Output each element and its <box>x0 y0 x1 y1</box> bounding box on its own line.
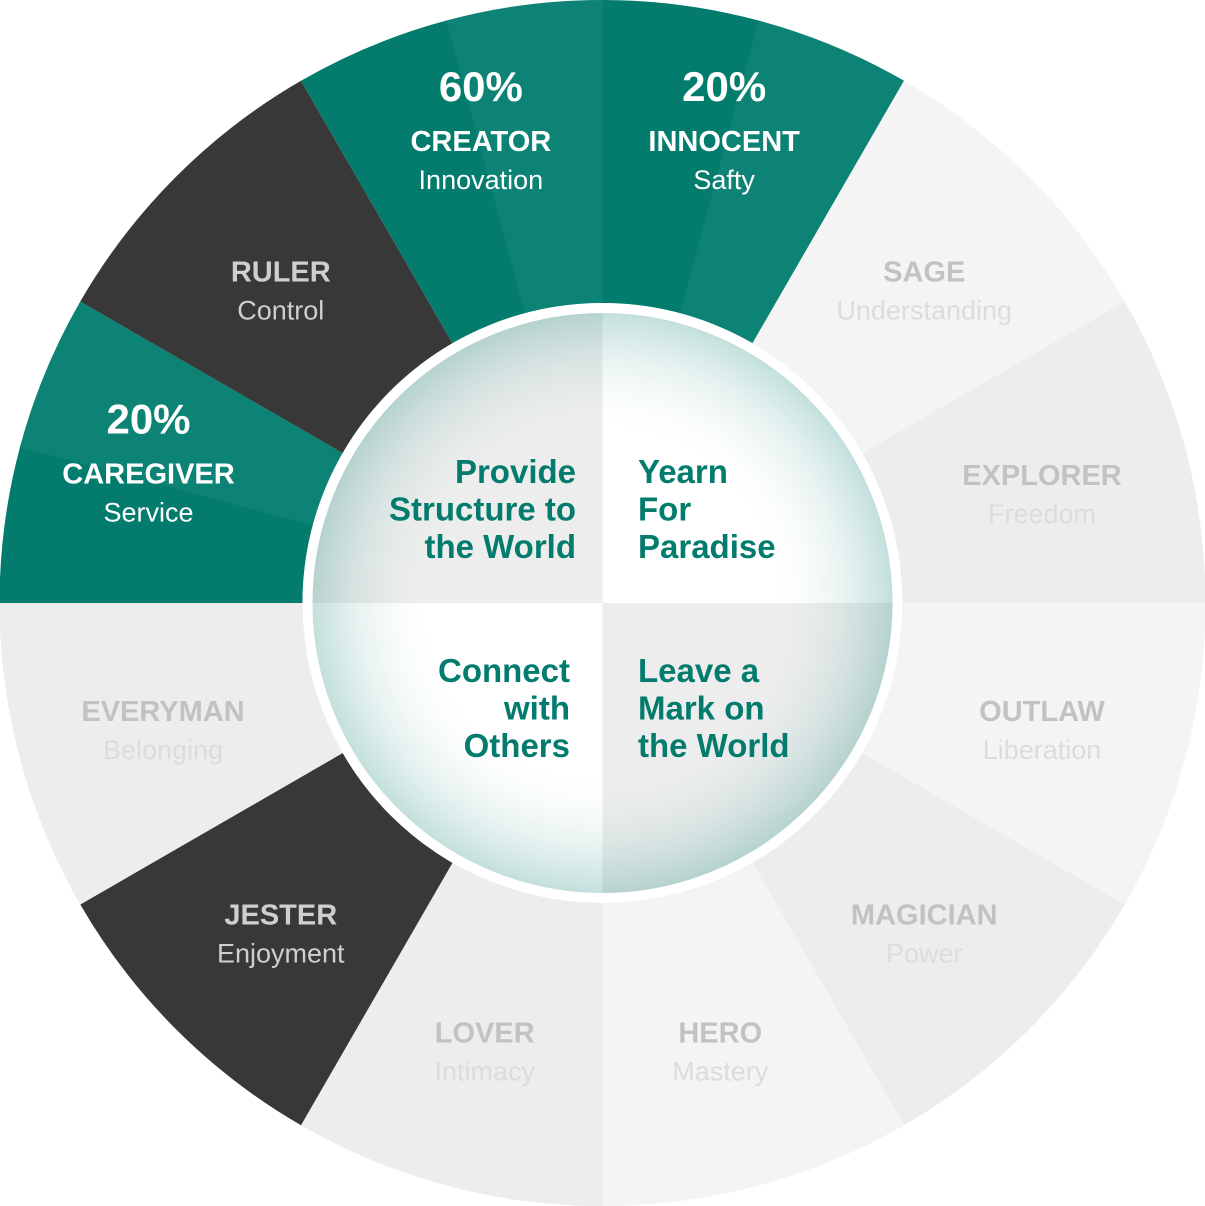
trait-ruler: Control <box>237 295 324 325</box>
label-lover: LOVER Intimacy <box>434 1017 535 1086</box>
goal-line: Structure to <box>389 491 576 528</box>
name-sage: SAGE <box>883 256 965 288</box>
percent-creator: 60% <box>439 63 523 110</box>
center-ring <box>302 303 903 903</box>
label-explorer: EXPLORER Freedom <box>962 460 1122 529</box>
trait-jester: Enjoyment <box>217 939 345 969</box>
goal-line: Leave a <box>638 652 760 689</box>
label-everyman: EVERYMAN Belonging <box>81 696 244 765</box>
label-innocent: 20% INNOCENT Safty <box>648 63 800 195</box>
trait-creator: Innovation <box>419 165 544 195</box>
percent-caregiver: 20% <box>106 395 190 442</box>
name-lover: LOVER <box>435 1017 535 1049</box>
name-caregiver: CAREGIVER <box>62 458 234 490</box>
trait-hero: Mastery <box>672 1056 769 1086</box>
label-jester: JESTER Enjoyment <box>217 900 345 969</box>
percent-innocent: 20% <box>682 63 766 110</box>
label-hero: HERO Mastery <box>672 1017 769 1086</box>
goal-line: For <box>638 491 691 528</box>
goal-line: the World <box>638 727 790 764</box>
trait-sage: Understanding <box>836 295 1012 325</box>
trait-caregiver: Service <box>103 497 193 527</box>
goal-line: Others <box>464 727 570 764</box>
goal-line: the World <box>424 528 576 565</box>
trait-everyman: Belonging <box>103 735 223 765</box>
trait-innocent: Safty <box>693 165 755 195</box>
name-ruler: RULER <box>231 256 331 288</box>
name-creator: CREATOR <box>410 126 551 158</box>
goal-line: Provide <box>455 453 576 490</box>
center-circle <box>302 303 903 903</box>
trait-lover: Intimacy <box>434 1056 535 1086</box>
trait-outlaw: Liberation <box>983 735 1102 765</box>
name-innocent: INNOCENT <box>648 126 800 158</box>
goal-line: Yearn <box>638 453 728 490</box>
label-outlaw: OUTLAW Liberation <box>979 696 1105 765</box>
goal-line: Connect <box>438 652 570 689</box>
name-jester: JESTER <box>224 900 337 932</box>
trait-explorer: Freedom <box>988 499 1096 529</box>
trait-magician: Power <box>886 939 963 969</box>
name-hero: HERO <box>678 1017 762 1049</box>
name-explorer: EXPLORER <box>962 460 1122 492</box>
name-outlaw: OUTLAW <box>979 696 1105 728</box>
label-caregiver: 20% CAREGIVER Service <box>62 395 234 527</box>
name-everyman: EVERYMAN <box>81 696 244 728</box>
label-ruler: RULER Control <box>231 256 331 325</box>
label-sage: SAGE Understanding <box>836 256 1012 325</box>
goal-line: Mark on <box>638 690 765 727</box>
label-magician: MAGICIAN Power <box>851 900 998 969</box>
label-creator: 60% CREATOR Innovation <box>410 63 551 195</box>
goal-line: with <box>503 690 570 727</box>
name-magician: MAGICIAN <box>851 900 998 932</box>
center-glow <box>302 303 903 903</box>
goal-line: Paradise <box>638 528 776 565</box>
